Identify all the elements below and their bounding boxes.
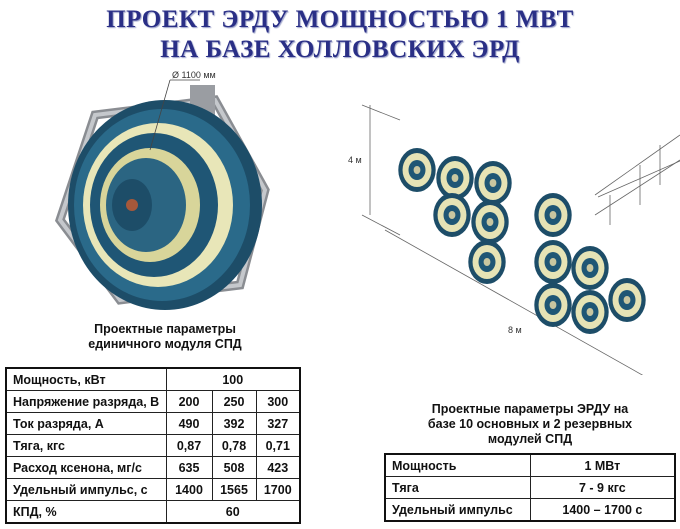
thruster-module-icon bbox=[534, 240, 572, 284]
row-label: Напряжение разряда, В bbox=[5, 390, 167, 413]
row-value: 1565 bbox=[211, 478, 257, 501]
thruster-module-icon bbox=[398, 148, 436, 192]
thruster-module-icon bbox=[608, 278, 646, 322]
thruster-module-illustration: Ø 1100 мм bbox=[54, 70, 270, 310]
row-value: 250 bbox=[211, 390, 257, 413]
row-label: Мощность, кВт bbox=[5, 367, 167, 391]
row-value: 60 bbox=[165, 500, 301, 524]
row-label: Расход ксенона, мг/с bbox=[5, 456, 167, 479]
row-value: 392 bbox=[211, 412, 257, 435]
module-caption-line-2: единичного модуля СПД bbox=[88, 337, 242, 351]
array-caption: Проектные параметры ЭРДУ на базе 10 осно… bbox=[400, 402, 660, 447]
thruster-array-illustration: 4 м 8 м bbox=[348, 104, 680, 375]
thruster-module-icon bbox=[534, 283, 572, 327]
row-value: 0,71 bbox=[255, 434, 301, 457]
row-value: 327 bbox=[255, 412, 301, 435]
thruster-module-icon bbox=[571, 246, 609, 290]
row-label: Ток разряда, А bbox=[5, 412, 167, 435]
row-value: 508 bbox=[211, 456, 257, 479]
row-value: 0,87 bbox=[165, 434, 213, 457]
row-value: 300 bbox=[255, 390, 301, 413]
height-label: 4 м bbox=[348, 155, 362, 165]
row-label: Тяга bbox=[384, 476, 531, 499]
row-value: 490 bbox=[165, 412, 213, 435]
row-value: 635 bbox=[165, 456, 213, 479]
array-caption-line-1: Проектные параметры ЭРДУ на bbox=[431, 402, 629, 416]
row-label: Тяга, кгс bbox=[5, 434, 167, 457]
row-value: 1700 bbox=[255, 478, 301, 501]
diameter-label: Ø 1100 мм bbox=[172, 70, 216, 80]
row-label: КПД, % bbox=[5, 500, 167, 524]
row-value: 1400 bbox=[165, 478, 213, 501]
array-caption-line-3: модулей СПД bbox=[487, 432, 573, 446]
row-value: 1400 – 1700 с bbox=[529, 498, 676, 522]
row-label: Мощность bbox=[384, 453, 531, 477]
thruster-module-icon bbox=[474, 161, 512, 205]
row-value: 200 bbox=[165, 390, 213, 413]
width-label: 8 м bbox=[508, 325, 522, 335]
thruster-module-icon bbox=[534, 193, 572, 237]
title-line-1: ПРОЕКТ ЭРДУ МОЩНОСТЬЮ 1 МВТ bbox=[106, 6, 574, 33]
thruster-module-icon bbox=[433, 193, 471, 237]
title-line-2: НА БАЗЕ ХОЛЛОВСКИХ ЭРД bbox=[160, 36, 520, 63]
row-label: Удельный импульс bbox=[384, 498, 531, 522]
module-caption-line-1: Проектные параметры bbox=[94, 322, 236, 336]
thruster-module-icon bbox=[471, 200, 509, 244]
thruster-module-icon bbox=[468, 240, 506, 284]
row-value: 423 bbox=[255, 456, 301, 479]
thruster-module-icon bbox=[436, 156, 474, 200]
row-value: 7 - 9 кгс bbox=[529, 476, 676, 499]
module-caption: Проектные параметры единичного модуля СП… bbox=[40, 322, 290, 352]
row-value: 1 МВт bbox=[529, 453, 676, 477]
table-row: КПД, %60 bbox=[5, 500, 301, 524]
row-value: 100 bbox=[165, 367, 301, 391]
row-label: Удельный импульс, с bbox=[5, 478, 167, 501]
row-value: 0,78 bbox=[211, 434, 257, 457]
thruster-module-icon bbox=[571, 290, 609, 334]
array-caption-line-2: базе 10 основных и 2 резервных bbox=[427, 417, 633, 431]
